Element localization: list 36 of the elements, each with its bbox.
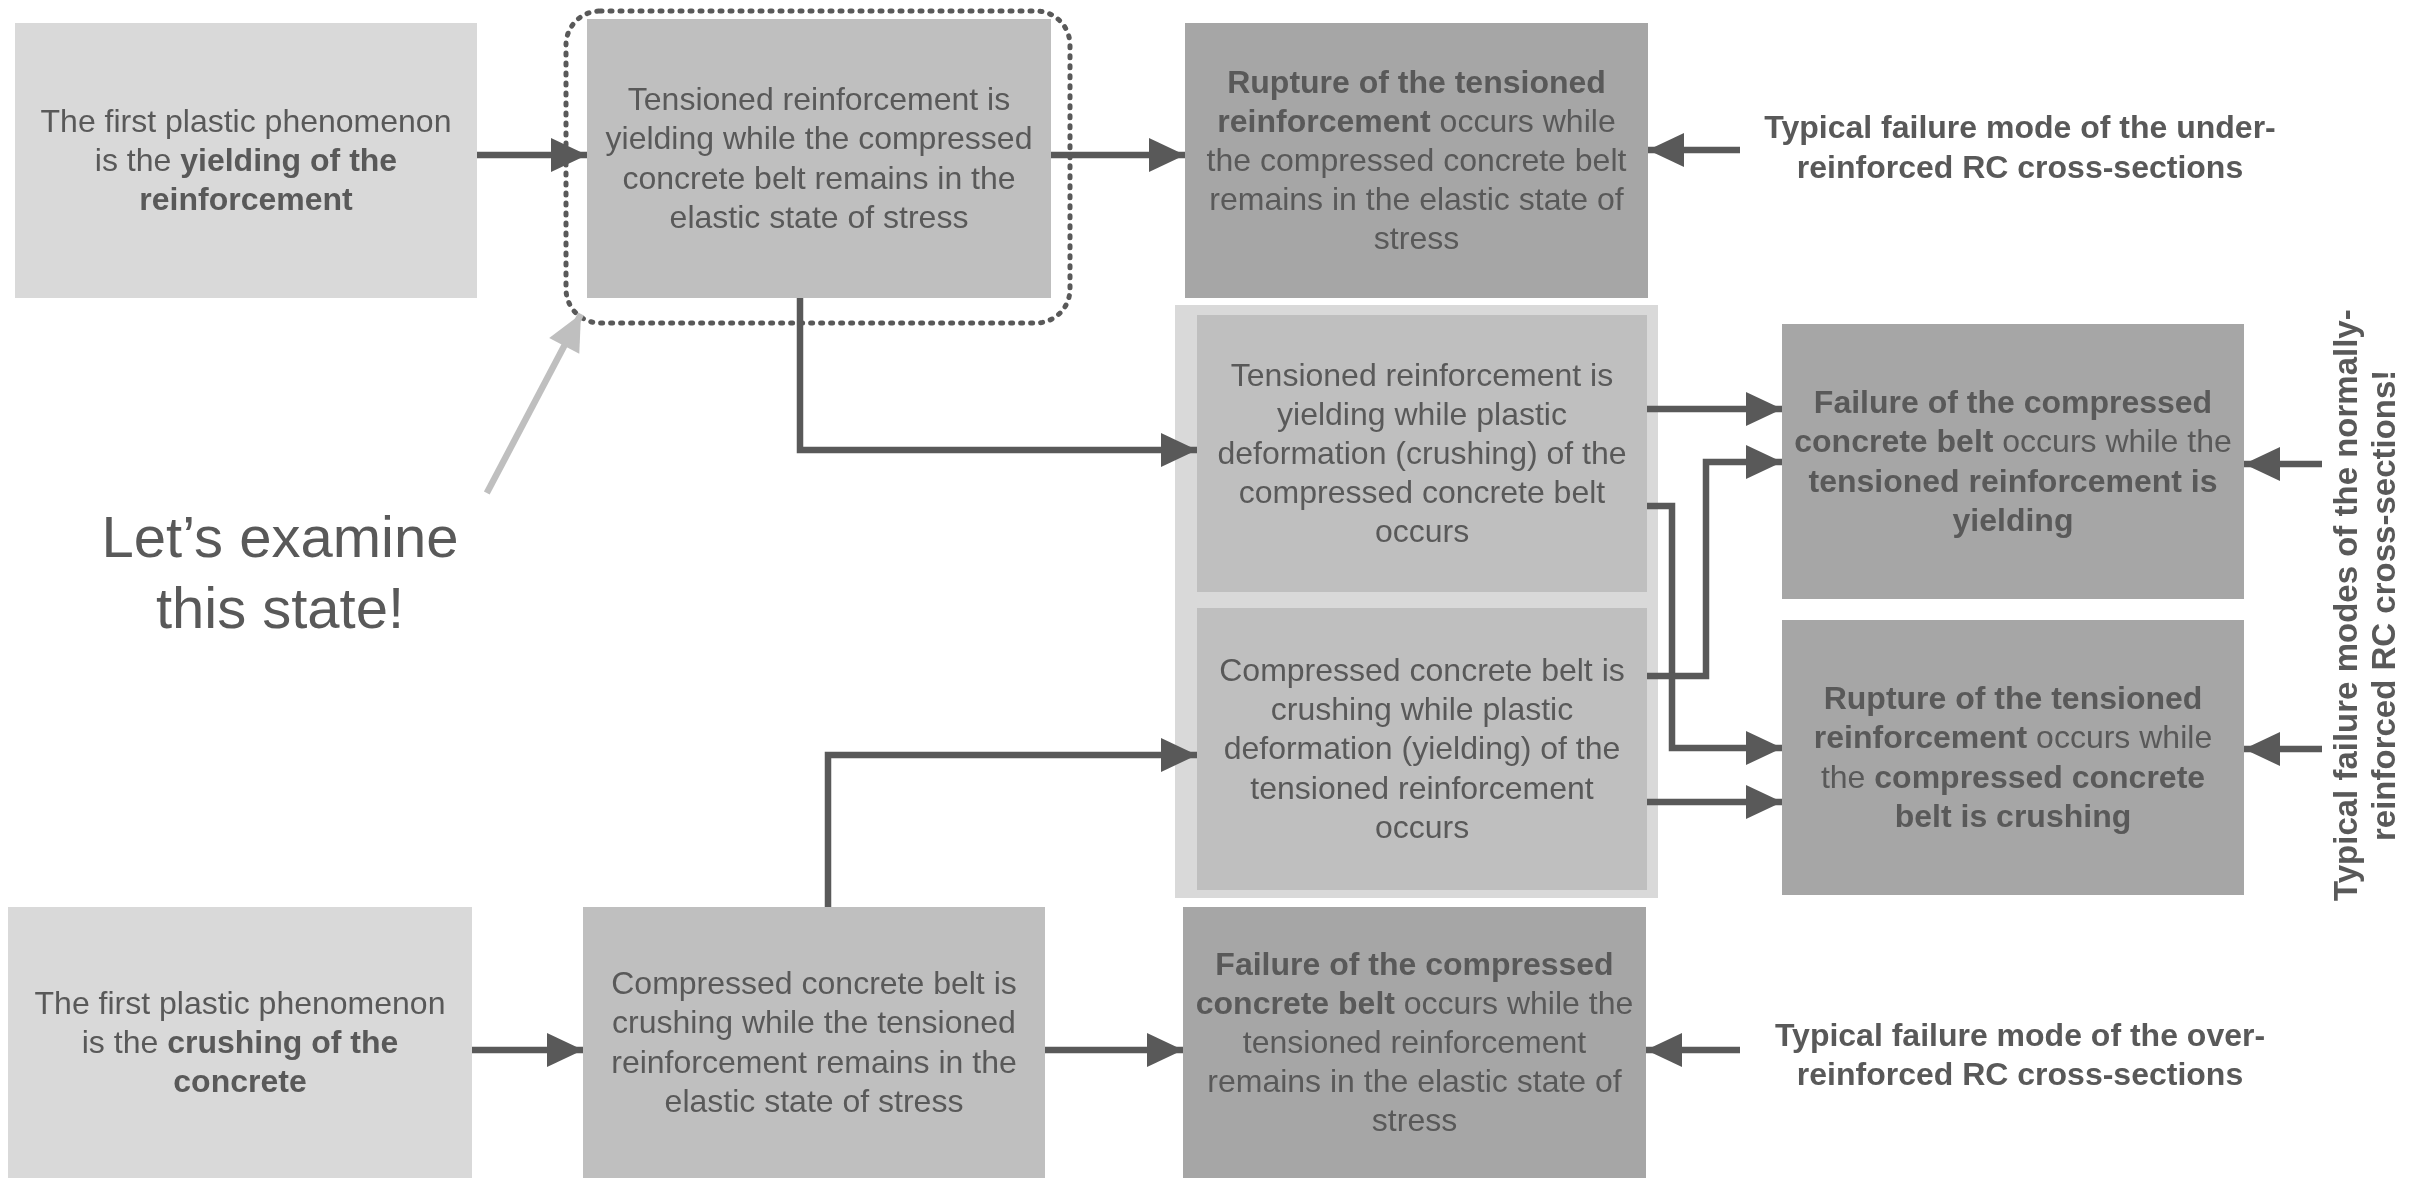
- box-text: The first plastic phenomenon is the crushing of the concrete: [33, 983, 447, 1101]
- arrow: [1647, 445, 1782, 680]
- group-band: [1175, 305, 1658, 898]
- arrow: [1647, 502, 1782, 765]
- box-text: Failure of the compressed concrete belt occurs while the tensioned reinforcement is yielding: [1793, 383, 2233, 540]
- arrow: [1051, 138, 1185, 172]
- box-text: Compressed concrete belt is crushing while plastic deformation (yielding) of the tensioned reinforcement occurs: [1218, 651, 1626, 847]
- callout-text: Let’s examine this state!: [100, 503, 460, 642]
- arrow: [1647, 392, 1782, 426]
- box-text: Rupture of the tensioned reinforcement occurs while the compressed concrete belt is crushing: [1812, 679, 2214, 836]
- arrow: [1647, 785, 1782, 819]
- arrow: [483, 312, 584, 495]
- box-text: Compressed concrete belt is crushing while the tensioned reinforcement remains in the elastic state of stress: [610, 964, 1018, 1121]
- process-box: [8, 907, 472, 1178]
- box-text: Tensioned reinforcement is yielding while plastic deformation (crushing) of the compressed concrete belt occurs: [1216, 355, 1628, 552]
- arrow: [796, 298, 1197, 467]
- arrow: [477, 138, 587, 172]
- process-box: [1197, 608, 1647, 890]
- note-text: Typical failure mode of the over-reinforced RC cross-sections: [1773, 1015, 2267, 1094]
- box-text: Rupture of the tensioned reinforcement occurs while the compressed concrete belt remains in the elastic state of stress: [1205, 62, 1628, 259]
- arrow: [824, 738, 1197, 907]
- process-box: [583, 907, 1045, 1178]
- note-text: Typical failure mode of the under-reinforced RC cross-sections: [1763, 108, 2277, 187]
- process-box: [1197, 315, 1647, 592]
- result-box: [1185, 23, 1648, 298]
- process-box: [15, 23, 477, 298]
- result-box: [1782, 324, 2244, 599]
- process-box: [587, 19, 1051, 298]
- result-box: [1782, 620, 2244, 895]
- box-text: Failure of the compressed concrete belt occurs while the tensioned reinforcement remains in the elastic state of stress: [1194, 944, 1635, 1141]
- arrow: [472, 1033, 583, 1067]
- box-text: The first plastic phenomenon is the yielding of the reinforcement: [39, 101, 453, 219]
- arrow: [1045, 1033, 1183, 1067]
- box-text: Tensioned reinforcement is yielding while the compressed concrete belt remains in the elastic state of stress: [604, 80, 1034, 237]
- note-text: Typical failure modes of the normally-reinforced RC cross-sections!: [2327, 308, 2403, 903]
- result-box: [1183, 907, 1646, 1178]
